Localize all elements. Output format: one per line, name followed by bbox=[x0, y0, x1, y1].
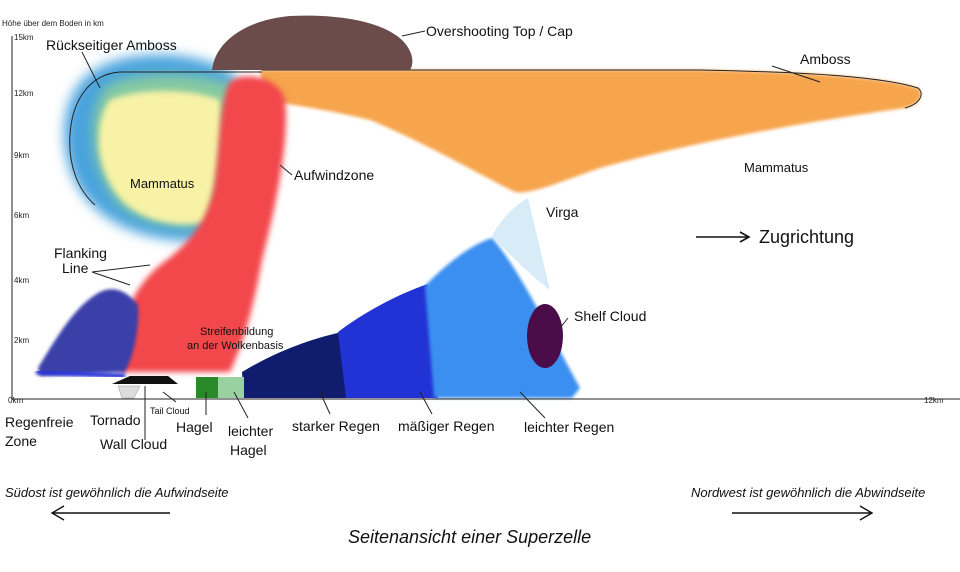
label-striation-1: Streifenbildung bbox=[200, 326, 273, 338]
label-tornado: Tornado bbox=[90, 412, 141, 428]
footer-southeast: Südost ist gewöhnlich die Aufwindseite bbox=[5, 485, 229, 500]
leader-lines bbox=[81, 30, 821, 440]
light-hail bbox=[218, 377, 244, 398]
arrow-right bbox=[732, 505, 874, 521]
shelf-cloud bbox=[527, 304, 563, 368]
tick-12km: 12km bbox=[14, 89, 34, 98]
label-direction: Zugrichtung bbox=[759, 227, 854, 247]
label-striation-2: an der Wolkenbasis bbox=[187, 340, 284, 352]
label-overshooting: Overshooting Top / Cap bbox=[426, 23, 573, 39]
footer-northwest: Nordwest ist gewöhnlich die Abwindseite bbox=[691, 485, 925, 500]
label-tail-cloud: Tail Cloud bbox=[150, 406, 190, 416]
tick-2km: 2km bbox=[14, 336, 29, 345]
label-rainfree-2: Zone bbox=[5, 433, 37, 449]
label-heavy-rain: starker Regen bbox=[292, 418, 380, 434]
wall-cloud bbox=[112, 376, 178, 384]
arrow-left bbox=[50, 505, 170, 521]
tick-6km: 6km bbox=[14, 211, 29, 220]
label-light-rain: leichter Regen bbox=[524, 419, 614, 435]
label-light-hail-1: leichter bbox=[228, 423, 273, 439]
ground-tick: 12km bbox=[924, 396, 944, 405]
flanking-line bbox=[38, 289, 139, 376]
label-flanking-2: Line bbox=[62, 260, 89, 276]
label-light-hail-2: Hagel bbox=[230, 442, 267, 458]
moderate-rain-shaft bbox=[338, 284, 438, 398]
label-anvil: Amboss bbox=[800, 51, 851, 67]
tick-15km: 15km bbox=[14, 33, 34, 42]
updraft-zone bbox=[119, 76, 286, 372]
tick-4km: 4km bbox=[14, 276, 29, 285]
label-wall-cloud: Wall Cloud bbox=[100, 436, 167, 452]
overshooting-top bbox=[212, 15, 413, 71]
footer-caption: Seitenansicht einer Superzelle bbox=[348, 527, 591, 547]
label-hail: Hagel bbox=[176, 419, 213, 435]
hail-core bbox=[196, 377, 218, 398]
tick-9km: 9km bbox=[14, 151, 29, 160]
label-virga: Virga bbox=[546, 204, 579, 220]
virga bbox=[492, 198, 550, 290]
label-moderate-rain: mäßiger Regen bbox=[398, 418, 495, 434]
height-axis: Höhe über dem Boden in km 15km 12km 9km … bbox=[2, 19, 104, 405]
label-mammatus-right: Mammatus bbox=[744, 160, 809, 175]
tornado bbox=[117, 385, 141, 399]
core bbox=[98, 91, 222, 225]
heavy-rain-shaft bbox=[242, 332, 350, 398]
label-flanking-1: Flanking bbox=[54, 245, 107, 261]
tick-0km: 0km bbox=[8, 396, 23, 405]
label-rear-anvil: Rückseitiger Amboss bbox=[46, 37, 177, 53]
anvil bbox=[260, 70, 922, 193]
direction-arrow bbox=[696, 231, 751, 243]
label-shelf-cloud: Shelf Cloud bbox=[574, 308, 646, 324]
axis-title: Höhe über dem Boden in km bbox=[2, 19, 104, 28]
label-mammatus-left: Mammatus bbox=[130, 176, 195, 191]
label-updraft: Aufwindzone bbox=[294, 167, 374, 183]
label-rainfree-1: Regenfreie bbox=[5, 414, 74, 430]
